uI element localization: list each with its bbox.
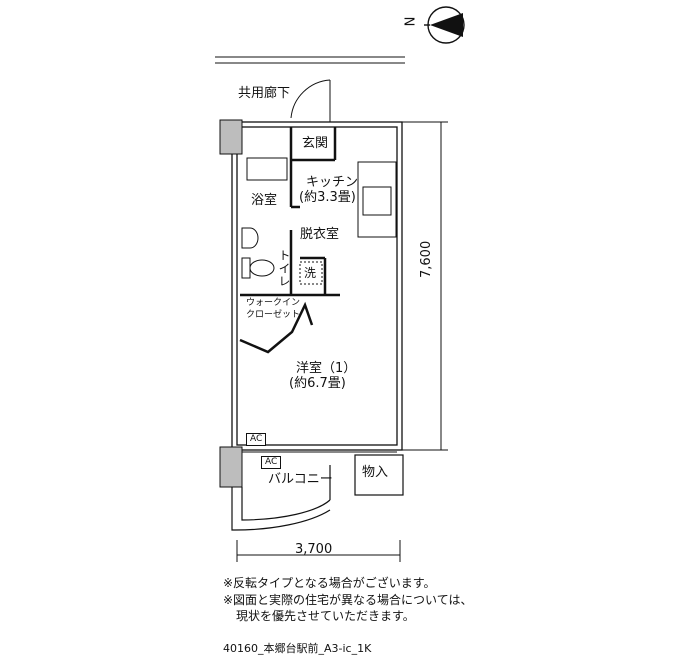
note-line-3: 現状を優先させていただきます。: [236, 609, 415, 623]
bath-label: 浴室: [251, 193, 278, 208]
closet-label-line1: ウォークイン: [246, 298, 301, 308]
dimension-height-label: 7,600: [419, 240, 434, 278]
ac-label-2: AC: [261, 456, 282, 469]
north-arrow-icon: [424, 6, 465, 44]
toilet: [241, 257, 275, 279]
balcony-label: バルコニー: [268, 472, 333, 487]
corridor-label: 共用廊下: [238, 86, 291, 101]
storage-label: 物入: [362, 465, 389, 480]
dimension-width-label: 3,700: [295, 542, 333, 557]
kitchen-size-label: (約3.3畳): [299, 190, 356, 205]
washbasin: [241, 227, 259, 249]
western-room-size-label: (約6.7畳): [289, 376, 346, 391]
north-label: N: [403, 16, 419, 27]
note-line-2: ※図面と実際の住宅が異なる場合については、: [223, 593, 473, 607]
dressing-label: 脱衣室: [300, 227, 340, 242]
kitchen-label: キッチン: [306, 175, 359, 190]
western-room-label: 洋室（1）: [296, 361, 357, 376]
closet-label-line2: クローゼット: [246, 310, 301, 320]
entrance-label: 玄関: [302, 136, 329, 151]
toilet-label: トイレ: [277, 249, 291, 288]
kitchen-counter: [357, 161, 397, 238]
note-line-1: ※反転タイプとなる場合がございます。: [223, 576, 436, 590]
dimension-lines: [236, 121, 448, 562]
washer-label: 洗: [304, 266, 317, 280]
balcony-outline: [231, 454, 404, 531]
corridor-lines: [215, 56, 405, 64]
interior-walls: [240, 127, 340, 297]
pillars: [219, 119, 243, 488]
plan-code: 40160_本郷台駅前_A3-ic_1K: [223, 642, 372, 655]
entrance-door: [290, 79, 331, 122]
closet-outline: [239, 301, 314, 354]
washer-box: [299, 261, 323, 285]
ac-units: [242, 444, 397, 453]
bath-tub: [246, 157, 288, 181]
ac-label-1: AC: [246, 433, 267, 446]
